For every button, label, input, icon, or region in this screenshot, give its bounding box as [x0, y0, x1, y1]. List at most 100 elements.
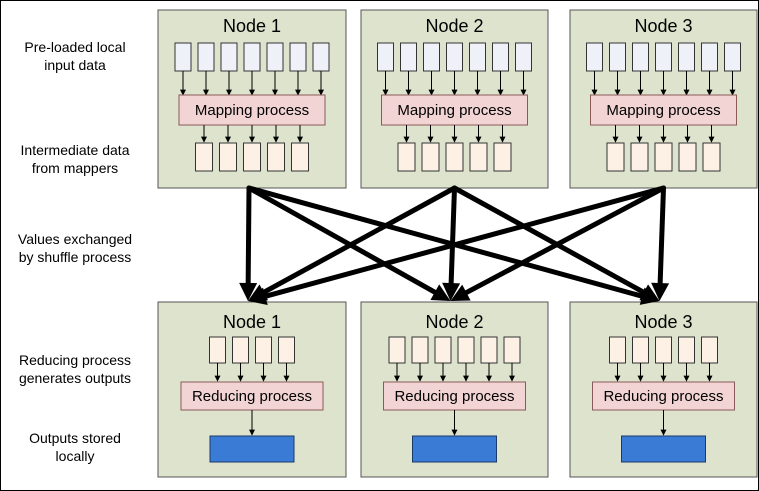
row-label-outputs: Outputs stored locally: [1, 429, 149, 465]
reducer-input-block: [232, 336, 249, 364]
shuffle-arrow-line: [246, 185, 645, 299]
shuffle-arrow-head: [450, 284, 471, 301]
shuffle-arrow-line: [246, 185, 438, 295]
row-label-shuffle: Values exchanged by shuffle process: [1, 230, 149, 266]
shuffle-arrow-line: [657, 185, 666, 286]
output-block: [412, 435, 497, 463]
mapping-process-label: Mapping process: [397, 102, 511, 119]
row-label-line: Reducing process: [18, 352, 132, 368]
input-data-block: [243, 42, 261, 72]
intermediate-data-block: [267, 142, 285, 172]
intermediate-data-block: [445, 142, 464, 172]
reducer-input-block: [434, 336, 452, 364]
reducer-input-block: [480, 336, 498, 364]
shuffle-arrow-head: [639, 284, 660, 301]
input-data-block: [312, 42, 330, 72]
intermediate-data-block: [291, 142, 309, 172]
input-data-block: [197, 42, 215, 72]
input-data-block: [515, 42, 532, 72]
shuffle-arrow-line: [261, 185, 457, 295]
intermediate-data-block: [630, 142, 649, 172]
shuffle-arrow-head: [248, 287, 268, 305]
row-label-line: locally: [55, 448, 95, 464]
input-data-block: [701, 42, 718, 72]
reducing-process-label: Reducing process: [394, 388, 514, 405]
output-block: [621, 435, 706, 463]
input-data-block: [266, 42, 284, 72]
reducing-process-box: [592, 381, 735, 411]
row-label-line: Values exchanged: [17, 231, 133, 247]
node-title: Node 2: [425, 16, 483, 36]
input-data-block: [678, 42, 695, 72]
intermediate-data-block: [678, 142, 697, 172]
intermediate-data-block: [397, 142, 416, 172]
row-label-line: generates outputs: [18, 370, 132, 386]
input-data-block: [377, 42, 394, 72]
mapping-process-label: Mapping process: [606, 102, 720, 119]
shuffle-arrow-line: [245, 185, 252, 286]
row-label-line: by shuffle process: [18, 249, 132, 265]
input-data-block: [220, 42, 238, 72]
shuffle-arrow-line: [262, 185, 666, 299]
reducing-process-box: [180, 381, 324, 411]
input-data-block: [724, 42, 741, 72]
reduce-node: Node 3 Reducing process: [569, 301, 758, 478]
input-data-block: [423, 42, 440, 72]
reducer-input-block: [632, 336, 649, 364]
reducer-input-block: [411, 336, 429, 364]
reducer-input-block: [701, 336, 718, 364]
input-data-block: [289, 42, 307, 72]
row-label-line: from mappers: [31, 160, 119, 176]
row-label-reducing: Reducing process generates outputs: [1, 351, 149, 387]
reducing-process-label: Reducing process: [192, 388, 312, 405]
map-node: Node 2 Mapping process: [360, 9, 549, 189]
node-title: Node 2: [425, 312, 483, 332]
intermediate-data-block: [702, 142, 721, 172]
intermediate-data-block: [219, 142, 237, 172]
input-data-block: [492, 42, 509, 72]
shuffle-arrow-head: [442, 282, 461, 301]
node-title: Node 3: [634, 312, 692, 332]
node-title: Node 3: [634, 16, 692, 36]
intermediate-data-block: [469, 142, 488, 172]
input-data-block: [174, 42, 192, 72]
input-data-block: [632, 42, 649, 72]
mapping-process-box: [381, 94, 528, 126]
input-data-block: [469, 42, 486, 72]
shuffle-arrow-line: [448, 185, 457, 286]
intermediate-data-block: [195, 142, 213, 172]
shuffle-arrow-head: [239, 282, 258, 301]
reducer-input-block: [678, 336, 695, 364]
mapping-process-label: Mapping process: [195, 102, 309, 119]
input-data-block: [586, 42, 603, 72]
shuffle-arrow-line: [463, 185, 666, 296]
reduce-node: Node 1 Reducing process: [157, 301, 347, 478]
map-node: Node 1 Mapping process: [157, 9, 347, 189]
output-block: [209, 435, 295, 463]
row-label-input-data: Pre-loaded local input data: [1, 38, 149, 74]
reducing-process-box: [383, 381, 526, 411]
reducer-input-block: [388, 336, 406, 364]
input-data-block: [446, 42, 463, 72]
row-label-line: input data: [44, 57, 106, 73]
input-data-block: [655, 42, 672, 72]
reducing-process-label: Reducing process: [603, 388, 723, 405]
mapping-process-box: [590, 94, 737, 126]
reducer-input-block: [255, 336, 272, 364]
row-label-intermediate-data: Intermediate data from mappers: [1, 141, 149, 177]
row-label-line: Intermediate data: [20, 142, 130, 158]
row-label-line: Outputs stored: [29, 430, 121, 446]
shuffle-arrow-head: [651, 282, 670, 301]
shuffle-arrow-line: [452, 185, 647, 295]
input-data-block: [400, 42, 417, 72]
row-label-line: Pre-loaded local: [24, 39, 126, 55]
intermediate-data-block: [654, 142, 673, 172]
reducer-input-block: [209, 336, 226, 364]
node-title: Node 1: [223, 16, 281, 36]
node-title: Node 1: [223, 312, 281, 332]
reduce-node: Node 2 Reducing process: [360, 301, 549, 478]
reducer-input-block: [503, 336, 521, 364]
reducer-input-block: [609, 336, 626, 364]
